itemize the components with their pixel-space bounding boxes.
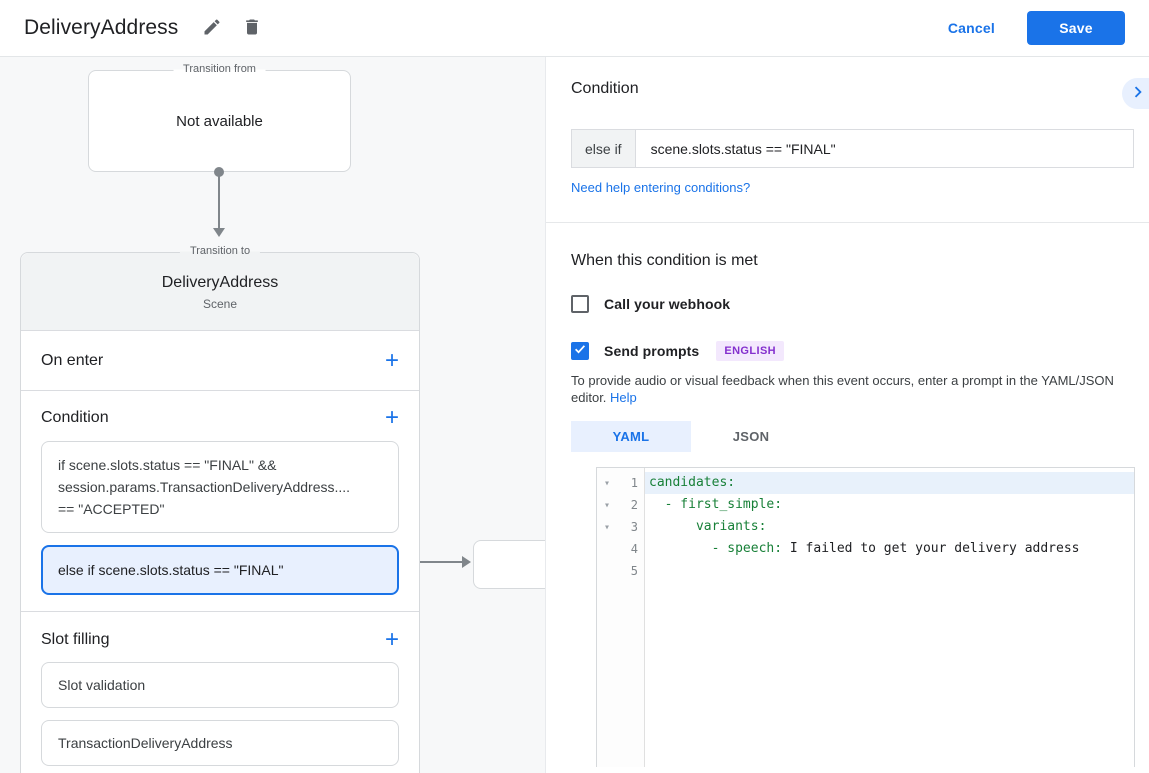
- edit-scene-button[interactable]: [200, 16, 224, 40]
- editor-code-area[interactable]: candidates: - first_simple: variants: - …: [645, 468, 1134, 767]
- line-number: 1: [630, 476, 638, 490]
- scene-card: Transition to DeliveryAddress Scene On e…: [20, 245, 420, 773]
- collapse-panel-button[interactable]: [1122, 78, 1149, 109]
- arrow-down-icon: [213, 228, 225, 237]
- connector-line-horizontal: [404, 561, 462, 563]
- prompt-description-text: To provide audio or visual feedback when…: [571, 373, 1114, 405]
- condition-expression-row: else if: [571, 129, 1134, 168]
- checkmark-icon: [573, 342, 587, 361]
- call-webhook-label[interactable]: Call your webhook: [604, 296, 731, 312]
- condition-editor-panel: Condition else if Need help entering con…: [546, 57, 1149, 773]
- prompts-option-row: Send prompts ENGLISH: [571, 341, 1149, 361]
- yaml-key: candidates:: [649, 475, 736, 490]
- transition-target-box[interactable]: [473, 540, 545, 589]
- fold-arrow-icon[interactable]: ▾: [603, 477, 611, 489]
- fold-arrow-icon[interactable]: ▾: [603, 521, 611, 533]
- scene-type-label: Scene: [202, 297, 238, 311]
- code-line: [645, 560, 1134, 582]
- fold-arrow-icon[interactable]: ▾: [603, 499, 611, 511]
- help-link[interactable]: Help: [610, 390, 637, 405]
- yaml-key: - speech:: [649, 541, 790, 556]
- scene-card-header[interactable]: DeliveryAddress Scene: [21, 253, 419, 331]
- add-slot-button[interactable]: +: [384, 626, 399, 653]
- send-prompts-label[interactable]: Send prompts: [604, 343, 700, 359]
- slot-item-validation[interactable]: Slot validation: [41, 662, 399, 708]
- prompt-description: To provide audio or visual feedback when…: [571, 372, 1133, 406]
- tab-yaml[interactable]: YAML: [571, 421, 691, 452]
- condition-section-label: Condition: [41, 409, 109, 426]
- pencil-icon: [202, 17, 222, 40]
- line-number: 5: [630, 564, 638, 578]
- cancel-button[interactable]: Cancel: [930, 12, 1013, 44]
- save-button[interactable]: Save: [1027, 11, 1125, 45]
- panel-heading: Condition: [571, 80, 639, 97]
- yaml-value: I failed to get your delivery address: [789, 541, 1080, 556]
- connector-dot: [214, 167, 224, 177]
- yaml-code-editor[interactable]: ▾ 1 ▾ 2 ▾ 3 4 5 candidates: - first_simple:…: [596, 467, 1135, 767]
- line-number: 3: [630, 520, 638, 534]
- condition-expression-input[interactable]: [634, 129, 1134, 168]
- trash-icon: [242, 17, 262, 40]
- condition-item-elseif-selected[interactable]: else if scene.slots.status == "FINAL": [41, 545, 399, 595]
- topbar: DeliveryAddress Cancel Save: [0, 0, 1149, 57]
- send-prompts-checkbox[interactable]: [571, 342, 589, 360]
- yaml-key: variants:: [649, 519, 767, 534]
- arrow-right-icon: [462, 556, 471, 568]
- webhook-option-row: Call your webhook: [571, 295, 1149, 313]
- tab-json[interactable]: JSON: [732, 429, 770, 444]
- page-title: DeliveryAddress: [24, 16, 179, 39]
- slot-filling-section-label: Slot filling: [41, 631, 110, 648]
- add-on-enter-button[interactable]: +: [384, 346, 399, 374]
- transition-from-content: Not available: [176, 112, 263, 130]
- code-line: candidates:: [645, 472, 1134, 494]
- yaml-key: - first_simple:: [649, 497, 783, 512]
- code-line: - speech: I failed to get your delivery …: [645, 538, 1134, 560]
- on-enter-section: On enter +: [21, 331, 419, 391]
- call-webhook-checkbox[interactable]: [571, 295, 589, 313]
- add-condition-button[interactable]: +: [384, 404, 399, 431]
- scene-diagram-canvas: Transition from Not available Transition…: [0, 57, 546, 773]
- code-line: - first_simple:: [645, 494, 1134, 516]
- slot-item-transaction-delivery-address[interactable]: TransactionDeliveryAddress: [41, 720, 399, 766]
- chevron-right-icon: [1127, 81, 1149, 106]
- condition-prefix-label: else if: [571, 129, 635, 168]
- scene-name: DeliveryAddress: [161, 274, 279, 291]
- conditions-help-link[interactable]: Need help entering conditions?: [571, 180, 751, 195]
- editor-format-tabs: YAML JSON: [571, 421, 1149, 452]
- line-number: 4: [630, 542, 638, 556]
- language-badge: ENGLISH: [716, 341, 785, 361]
- condition-item-if[interactable]: if scene.slots.status == "FINAL" && sess…: [41, 441, 399, 533]
- when-condition-heading: When this condition is met: [571, 252, 758, 269]
- condition-section: Condition + if scene.slots.status == "FI…: [21, 391, 419, 612]
- connector-line-vertical: [218, 175, 220, 228]
- line-number: 2: [630, 498, 638, 512]
- transition-to-legend: Transition to: [179, 245, 261, 257]
- editor-gutter: ▾ 1 ▾ 2 ▾ 3 4 5: [597, 468, 645, 767]
- delete-scene-button[interactable]: [240, 16, 264, 40]
- transition-from-legend: Transition from: [173, 63, 266, 75]
- code-line: variants:: [645, 516, 1134, 538]
- transition-from-box[interactable]: Transition from Not available: [88, 63, 351, 172]
- slot-filling-section: Slot filling + Slot validation Transacti…: [21, 612, 419, 773]
- on-enter-label: On enter: [41, 351, 104, 369]
